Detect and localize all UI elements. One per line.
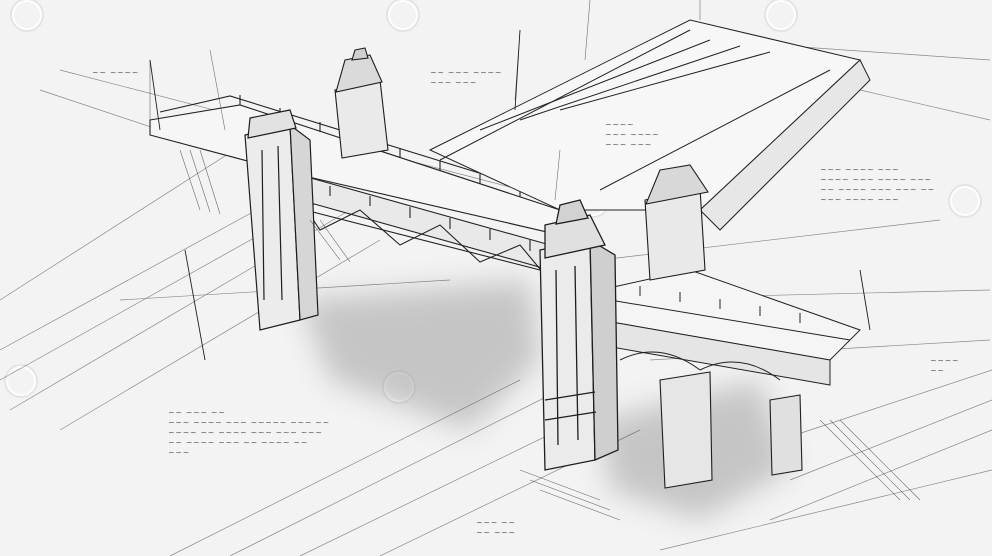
far-deck [428,19,871,231]
tower-left [244,109,319,331]
scribble-note: ~~ ~~~~ [92,68,139,77]
tower-right-top [644,164,709,281]
tower-left-top [334,47,389,159]
scribble-note: ~~~ ~~~~ ~~~ [476,518,516,537]
scribble-note: ~~ ~~~ ~~~~~~~ ~~~ [430,68,503,87]
scribble-note: ~~~~~~~ ~~~~~~~ ~~~ [605,120,660,149]
scribble-note: ~~~~~~ [930,356,960,375]
scribble-note: ~~~ ~~~~ ~~~~~~~ ~~~ ~~~~ ~~~~~ ~~~~ ~~~… [820,165,935,204]
swirl-icon [950,186,980,216]
hatching [149,0,921,521]
swirl-icon [6,366,36,396]
scribble-note: ~~ ~~~ ~~~~~ ~~~~ ~~~ ~~~~~ ~~~ ~~~~~~ ~… [168,408,330,457]
swirl-icon [766,0,796,30]
tower-center [539,199,619,471]
right-span [599,269,861,386]
swirl-icon [12,0,42,30]
poles [149,29,871,361]
pier-right [659,371,803,489]
swirl-icon [388,0,418,30]
